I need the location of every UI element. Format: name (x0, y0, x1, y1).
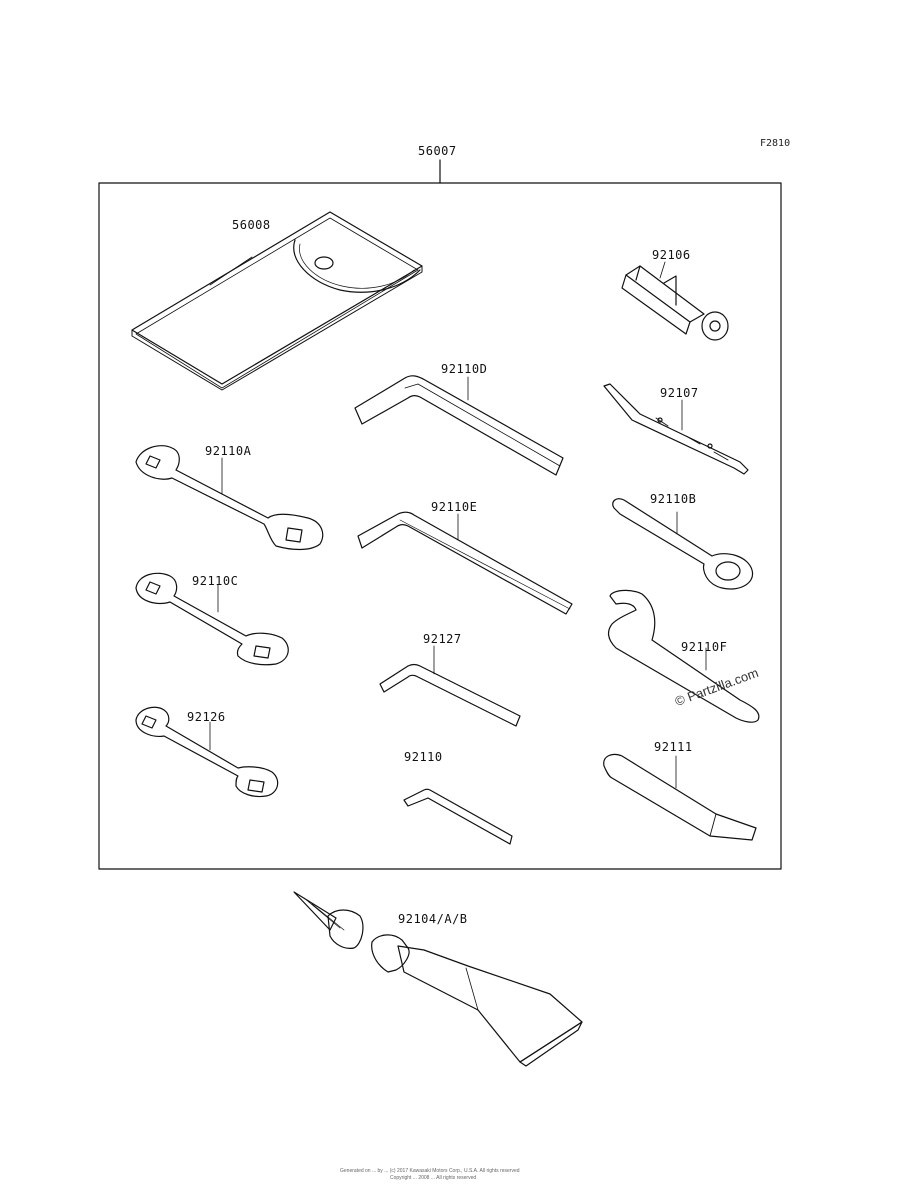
figure-code: F2810 (760, 138, 791, 149)
footer-line-1: Generated on ... by ... (c) 2017 Kawasak… (340, 1168, 520, 1174)
wrench-92110A (135, 445, 324, 551)
part-label-92110F: 92110F (681, 640, 728, 654)
part-label-92110A: 92110A (205, 444, 252, 458)
kit-frame (98, 182, 782, 870)
part-label-56008: 56008 (232, 218, 271, 232)
hex-key-92127 (379, 645, 521, 727)
part-label-92104: 92104/A/B (398, 912, 468, 926)
part-label-56007: 56007 (418, 144, 457, 158)
grease-tube-92104 (293, 891, 583, 1067)
hex-key-92110 (403, 788, 513, 845)
hex-key-92110E (357, 511, 573, 615)
part-label-92127: 92127 (423, 632, 462, 646)
part-label-92110E: 92110E (431, 500, 478, 514)
hook-spanner-92110F (607, 589, 760, 723)
wrench-92126 (135, 706, 279, 798)
wrench-92110C (135, 572, 289, 666)
footer-line-2: Copyright ... 2008 ... All rights reserv… (390, 1175, 477, 1181)
socket-tool-92106 (621, 261, 729, 341)
part-label-92110C: 92110C (192, 574, 239, 588)
part-label-92110B: 92110B (650, 492, 697, 506)
part-label-92126: 92126 (187, 710, 226, 724)
part-label-92107: 92107 (660, 386, 699, 400)
extension-bar-92111 (603, 753, 757, 841)
box-wrench-92110B (612, 498, 754, 590)
part-label-92110: 92110 (404, 750, 443, 764)
part-label-92106: 92106 (652, 248, 691, 262)
hex-key-92110D (354, 375, 564, 476)
part-label-92111: 92111 (654, 740, 693, 754)
tool-pouch (131, 211, 423, 391)
screwdriver-92107 (603, 383, 749, 475)
part-label-92110D: 92110D (441, 362, 488, 376)
